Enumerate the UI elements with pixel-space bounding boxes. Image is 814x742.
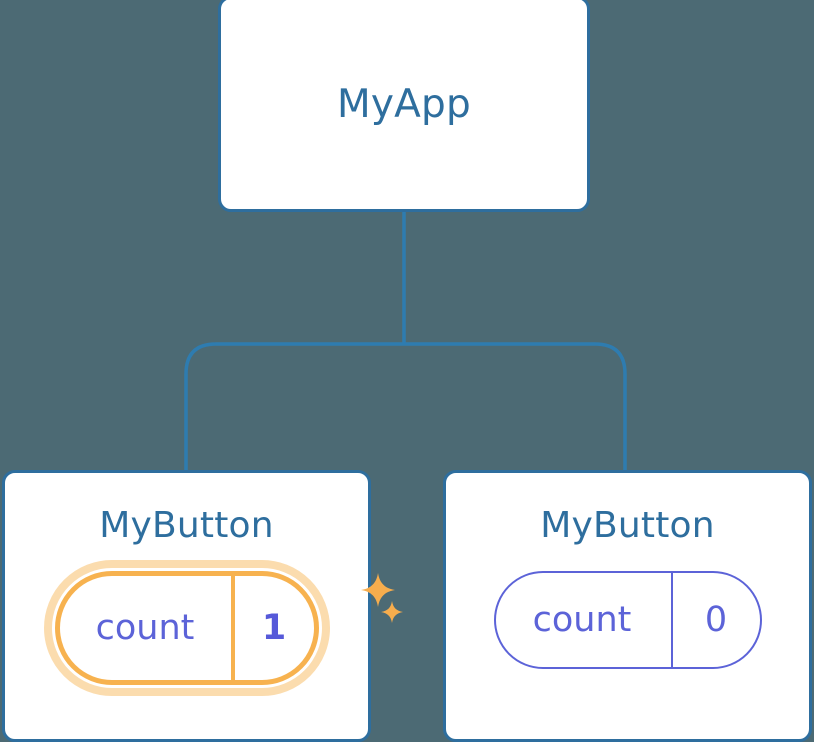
node-myapp[interactable]: MyApp bbox=[218, 0, 590, 212]
prop-pill-left-highlight: count 1 bbox=[43, 560, 330, 696]
connector-branch-right bbox=[404, 342, 627, 472]
prop-pill-right-value: 0 bbox=[704, 599, 728, 640]
node-mybutton-right[interactable]: MyButton count 0 bbox=[443, 470, 812, 742]
prop-pill-left-value: 1 bbox=[261, 607, 287, 648]
node-mybutton-left-title: MyButton bbox=[99, 505, 274, 546]
prop-pill-left-wrap: count 1 bbox=[43, 560, 403, 696]
prop-pill-right-wrap: count 0 bbox=[493, 571, 762, 669]
prop-pill-right[interactable]: count 0 bbox=[493, 571, 762, 669]
connector-branch-left bbox=[184, 342, 404, 472]
prop-pill-right-key: count bbox=[496, 573, 673, 667]
prop-pill-left[interactable]: count 1 bbox=[54, 571, 319, 685]
node-myapp-title: MyApp bbox=[337, 81, 471, 127]
node-mybutton-left[interactable]: MyButton count 1 bbox=[2, 470, 403, 742]
node-mybutton-right-title: MyButton bbox=[540, 505, 715, 546]
prop-pill-left-key: count bbox=[60, 576, 235, 680]
